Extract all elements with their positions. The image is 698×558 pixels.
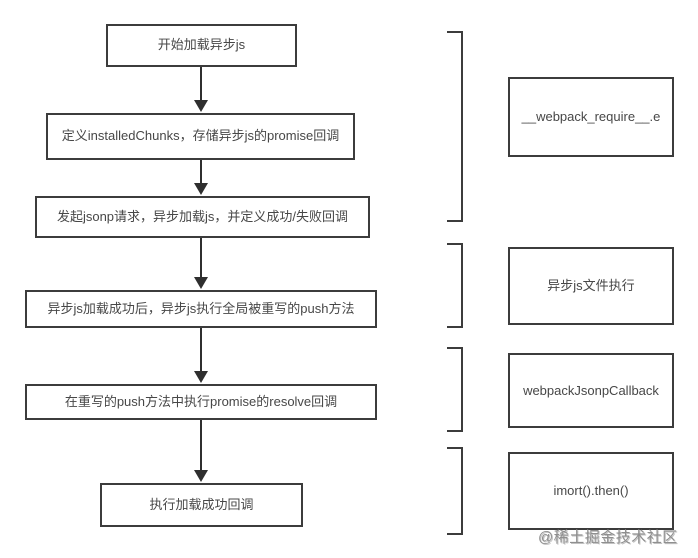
arrow-down-icon: [194, 160, 208, 195]
arrow-head: [194, 371, 208, 383]
arrow-line: [200, 420, 202, 471]
annotation-label: webpackJsonpCallback: [523, 382, 659, 398]
arrow-head: [194, 100, 208, 112]
flow-step-label: 异步js加载成功后，异步js执行全局被重写的push方法: [47, 300, 355, 316]
annotation-label: imort().then(): [553, 483, 629, 499]
arrow-head: [194, 277, 208, 289]
annotation-async-js-exec: 异步js文件执行: [508, 247, 674, 325]
flow-step-label: 开始加载异步js: [157, 37, 246, 53]
annotation-import-then: imort().then(): [508, 452, 674, 530]
flow-step-label: 执行加载成功回调: [149, 496, 254, 512]
flow-step-resolve-callback: 在重写的push方法中执行promise的resolve回调: [25, 384, 377, 420]
arrow-head: [194, 470, 208, 482]
flow-step-success-callback: 执行加载成功回调: [100, 483, 303, 527]
annotation-webpack-jsonp-callback: webpackJsonpCallback: [508, 353, 674, 428]
flow-step-label: 发起jsonp请求，异步加载js，并定义成功/失败回调: [56, 208, 349, 224]
arrow-line: [200, 328, 202, 372]
arrow-down-icon: [194, 67, 208, 112]
annotation-label: __webpack_require__.e: [521, 109, 661, 125]
arrow-down-icon: [194, 238, 208, 289]
bracket-icon: [447, 243, 463, 328]
bracket-icon: [447, 347, 463, 432]
annotation-label: 异步js文件执行: [547, 278, 635, 294]
arrow-down-icon: [194, 328, 208, 383]
annotation-webpack-require-e: __webpack_require__.e: [508, 77, 674, 157]
flow-step-label: 定义installedChunks，存储异步js的promise回调: [61, 128, 340, 144]
bracket-icon: [447, 31, 463, 222]
flow-step-installed-chunks: 定义installedChunks，存储异步js的promise回调: [46, 113, 355, 160]
arrow-head: [194, 183, 208, 195]
flow-step-jsonp-request: 发起jsonp请求，异步加载js，并定义成功/失败回调: [35, 196, 370, 238]
arrow-line: [200, 160, 202, 184]
arrow-down-icon: [194, 420, 208, 482]
arrow-line: [200, 67, 202, 101]
flow-step-label: 在重写的push方法中执行promise的resolve回调: [64, 393, 338, 409]
flow-step-push-method: 异步js加载成功后，异步js执行全局被重写的push方法: [25, 290, 377, 328]
arrow-line: [200, 238, 202, 278]
flow-step-start: 开始加载异步js: [106, 24, 297, 67]
bracket-icon: [447, 447, 463, 535]
watermark: @稀土掘金技术社区: [538, 529, 678, 546]
